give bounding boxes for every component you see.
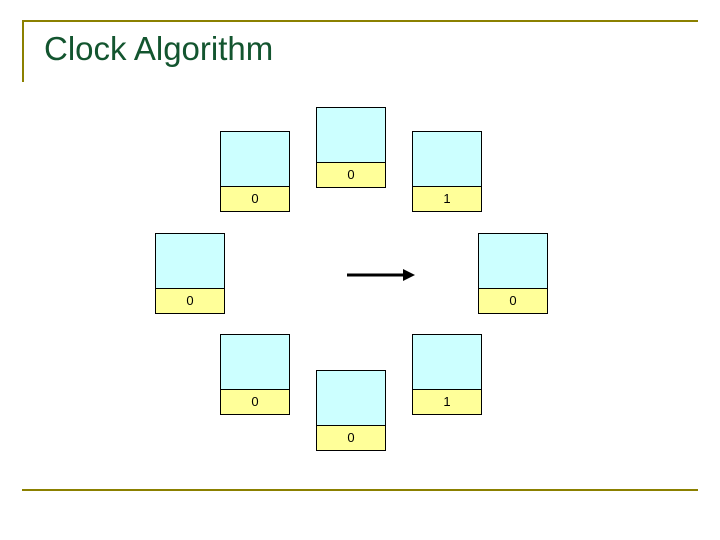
reference-bit: 0	[316, 163, 386, 188]
left-accent-bar	[22, 20, 24, 82]
clock-hand-arrow-icon	[347, 268, 415, 282]
bottom-divider	[22, 489, 698, 491]
clock-frame: 0	[155, 233, 225, 314]
page-box	[478, 233, 548, 289]
clock-frame: 1	[412, 334, 482, 415]
clock-frame: 1	[412, 131, 482, 212]
page-box	[412, 131, 482, 187]
clock-frame: 0	[220, 334, 290, 415]
page-box	[155, 233, 225, 289]
reference-bit: 0	[316, 426, 386, 451]
page-box	[316, 370, 386, 426]
page-box	[220, 131, 290, 187]
page-box	[316, 107, 386, 163]
top-divider	[22, 20, 698, 22]
reference-bit: 0	[220, 390, 290, 415]
reference-bit: 1	[412, 187, 482, 212]
reference-bit: 0	[478, 289, 548, 314]
reference-bit: 1	[412, 390, 482, 415]
page-box	[220, 334, 290, 390]
page-title: Clock Algorithm	[44, 30, 274, 67]
page-box	[412, 334, 482, 390]
clock-frame: 0	[220, 131, 290, 212]
reference-bit: 0	[155, 289, 225, 314]
clock-frame: 0	[316, 107, 386, 188]
reference-bit: 0	[220, 187, 290, 212]
clock-frame: 0	[478, 233, 548, 314]
clock-frame: 0	[316, 370, 386, 451]
